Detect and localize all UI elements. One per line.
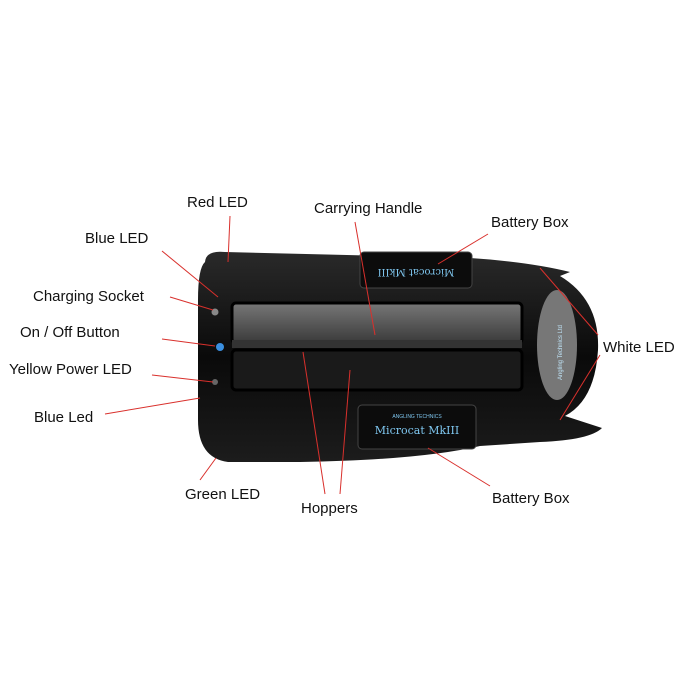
yellow-power-led <box>212 379 218 385</box>
carrying-handle <box>232 340 522 348</box>
label-white-led: White LED <box>603 339 675 356</box>
label-blue-led-bottom: Blue Led <box>34 409 94 426</box>
label-hoppers: Hoppers <box>301 500 358 517</box>
battery-box-bottom-model: Microcat MkIII <box>375 424 459 437</box>
rear-panel-company: Angling Technics Ltd <box>558 325 564 380</box>
label-on-off-button: On / Off Button <box>20 324 120 341</box>
label-charging-socket: Charging Socket <box>33 288 144 305</box>
label-red-led: Red LED <box>187 194 248 211</box>
battery-box-brand: ANGLING TECHNICS <box>392 414 442 420</box>
charging-socket <box>211 308 219 316</box>
hopper-top <box>230 301 524 345</box>
label-yellow-power-led: Yellow Power LED <box>9 361 132 378</box>
label-blue-led-top: Blue LED <box>85 230 149 247</box>
battery-box-bottom: ANGLING TECHNICS Microcat MkIII <box>357 404 477 450</box>
battery-box-top: Microcat MkIII <box>359 251 473 289</box>
label-carrying-handle: Carrying Handle <box>314 200 423 217</box>
label-battery-box-bottom: Battery Box <box>492 490 570 507</box>
label-battery-box-top: Battery Box <box>491 214 569 231</box>
leader-lines <box>104 215 601 495</box>
rear-panel <box>537 290 577 400</box>
on-off-button <box>216 343 224 351</box>
label-green-led: Green LED <box>185 486 261 503</box>
battery-box-top-model: Microcat MkIII <box>378 266 455 277</box>
hopper-bottom <box>230 348 524 392</box>
